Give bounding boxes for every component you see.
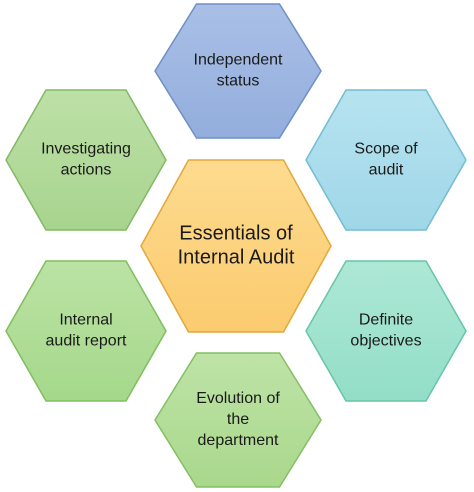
internal-audit-report-shape: [5, 260, 167, 402]
independent-status-hexagon: Independent status: [154, 3, 322, 139]
investigating-actions-hexagon: Investigating actions: [5, 89, 167, 231]
essentials-center-label-line: Essentials of: [179, 222, 293, 244]
definite-objectives-hexagon: Definite objectives: [305, 260, 467, 402]
essentials-center-label-line: Internal Audit: [178, 246, 295, 268]
scope-of-audit-shape: [305, 89, 467, 231]
evolution-of-the-department-label-line: department: [198, 432, 279, 449]
independent-status-label-line: Independent: [194, 52, 284, 69]
essentials-center-shape: [140, 159, 332, 333]
evolution-of-the-department-shape: [154, 352, 322, 488]
investigating-actions-shape: [5, 89, 167, 231]
definite-objectives-label-line: Definite: [359, 312, 413, 329]
definite-objectives-shape: [305, 260, 467, 402]
internal-audit-report-label-line: Internal: [59, 312, 112, 329]
evolution-of-the-department-hexagon: Evolution of the department: [154, 352, 322, 488]
investigating-actions-label-line: Investigating: [41, 141, 131, 158]
scope-of-audit-label-line: Scope of: [354, 141, 418, 158]
scope-of-audit-label-line: audit: [369, 162, 404, 179]
internal-audit-report-label-line: audit report: [46, 333, 127, 350]
evolution-of-the-department-label-line: the: [227, 411, 249, 428]
investigating-actions-label-line: actions: [61, 162, 112, 179]
independent-status-shape: [154, 3, 322, 139]
definite-objectives-label-line: objectives: [350, 333, 421, 350]
internal-audit-report-hexagon: Internal audit report: [5, 260, 167, 402]
independent-status-label-line: status: [217, 73, 260, 90]
evolution-of-the-department-label-line: Evolution of: [196, 390, 280, 407]
scope-of-audit-hexagon: Scope of audit: [305, 89, 467, 231]
